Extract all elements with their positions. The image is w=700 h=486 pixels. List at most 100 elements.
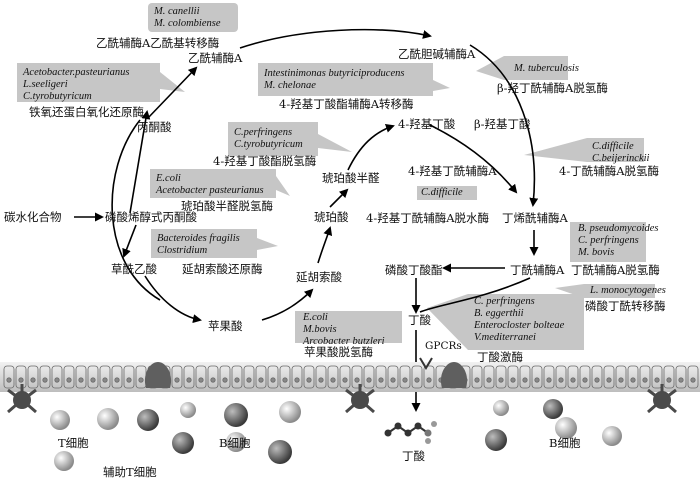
metabolite-malate: 苹果酸 (208, 319, 243, 333)
epithelial-cell (123, 365, 135, 389)
t-cell-label: T细胞 (58, 436, 89, 450)
cell-nucleus (114, 377, 120, 383)
epithelial-cell (315, 365, 327, 389)
organism-name: L. monocytogenes (590, 285, 666, 296)
metabolite-pyruvate: 丙酮酸 (137, 120, 172, 134)
gpcr-icon (419, 357, 433, 370)
organism-name: C.tyrobutyricum (234, 139, 303, 150)
enzyme-ferredoxin-oxidoreductase: 铁氧还蛋白氧化还原酶 (29, 105, 144, 119)
cycle-arc-left (111, 119, 161, 301)
enzyme-acetyltransferase: 乙酰辅酶A乙酰基转移酶 (96, 36, 220, 50)
cell-nucleus (318, 377, 324, 383)
b-cell-icon (485, 429, 507, 451)
cell-nucleus (30, 377, 36, 383)
epithelial-cell (339, 365, 351, 389)
enzyme-malate-dh: 苹果酸脱氢酶 (304, 345, 373, 359)
epithelial-cell (351, 365, 363, 389)
t-cell-icon (50, 410, 70, 430)
cell-nucleus (690, 377, 696, 383)
t-cell-icon (180, 402, 196, 418)
arrow-hydroxy-crotonyl (429, 124, 518, 194)
t-cell-icon (279, 401, 301, 423)
metabolite-carbohydrate: 碳水化合物 (4, 210, 62, 224)
cell-nucleus (102, 377, 108, 383)
epithelial-cell (543, 365, 555, 389)
b-cell-icon (543, 399, 563, 419)
gpcr-label: GPCRs (425, 340, 462, 352)
cell-nucleus (570, 377, 576, 383)
t-cell-icon (602, 426, 622, 446)
arrow-pyruvate-acetylcoa (146, 66, 198, 120)
b-cell-label: B细胞 (219, 436, 251, 450)
callout-difficile-2: C.difficile (415, 186, 469, 202)
epithelial-cell (39, 365, 51, 389)
organism-name: Clostridium (157, 245, 208, 256)
enzyme-4-butyryl-coa-dh: 4-丁酰辅酶A脱氢酶 (559, 164, 660, 178)
callout-acetobacter: Acetobacter.pasteurianus L.seeligeri C.t… (17, 64, 135, 106)
epithelial-cell (423, 365, 435, 389)
cell-nucleus (234, 377, 240, 383)
epithelial-cell (183, 365, 195, 389)
epithelial-cell (375, 365, 387, 389)
arrow-succinate-ssa (329, 188, 349, 208)
cell-nucleus (210, 377, 216, 383)
epithelial-cell (231, 365, 243, 389)
t-cell-icon (54, 451, 74, 471)
cell-nucleus (414, 377, 420, 383)
metabolite-4-hydroxybutyryl-coa: 4-羟基丁酰辅酶A (408, 164, 497, 178)
enzyme-ssa-dehydrogenase: 琥珀酸半醛脱氢酶 (181, 199, 273, 213)
organism-name: Intestinimonas butyriciproducens (264, 68, 405, 79)
metabolite-4-hydroxybutyrate: 4-羟基丁酸 (398, 117, 456, 131)
epithelial-cell (363, 365, 375, 389)
metabolite-succinic-semialdehyde: 琥珀酸半醛 (322, 171, 380, 185)
b-cell-label-right: B细胞 (549, 436, 581, 450)
epithelial-cell (255, 365, 267, 389)
cell-nucleus (306, 377, 312, 383)
organism-name: Acetobacter pasteurianus (156, 185, 264, 196)
cell-nucleus (606, 377, 612, 383)
immune-cells (7, 384, 677, 471)
cell-nucleus (78, 377, 84, 383)
epithelial-cell (75, 365, 87, 389)
epithelial-cell (687, 365, 699, 389)
epithelial-cell (663, 365, 675, 389)
cell-nucleus (198, 377, 204, 383)
metabolite-acetoacetyl-coa: 乙酰胆碱辅酶A (398, 47, 476, 61)
dendritic-cell-icon (647, 384, 677, 414)
organism-name: Acetobacter.pasteurianus (23, 67, 130, 78)
callout-monocytogenes: L. monocytogenes (584, 284, 672, 300)
organism-name: C.tyrobutyricum (23, 91, 92, 102)
metabolite-beta-hydroxybutyrate: β-羟基丁酸 (474, 117, 531, 131)
cell-nucleus (642, 377, 648, 383)
enzyme-fumarate-reductase: 延胡索酸还原酶 (182, 262, 263, 276)
epithelial-cell (87, 365, 99, 389)
epithelial-cell (531, 365, 543, 389)
enzyme-butyryl-coa-dh: 丁酰辅酶A脱氢酶 (571, 263, 660, 277)
arrow-fumarate-succinate (317, 226, 333, 264)
enzyme-butyrate-kinase: 丁酸激酶 (477, 350, 523, 364)
cell-nucleus (678, 377, 684, 383)
callout-bacteroides: Bacteroides fragilis Clostridium (151, 230, 246, 260)
epithelial-cell (399, 365, 411, 389)
cell-nucleus (294, 377, 300, 383)
epithelial-cell (327, 365, 339, 389)
arrow-malate-fumarate (261, 288, 314, 321)
cell-nucleus (186, 377, 192, 383)
epithelial-cell (651, 365, 663, 389)
arrow-pep-pyruvate (129, 110, 151, 214)
epithelial-cell (591, 365, 603, 389)
cell-nucleus (474, 377, 480, 383)
organism-name: Enterocloster bolteae (474, 320, 565, 331)
organism-name: M. tuberculosis (514, 63, 579, 74)
metabolite-butyrate: 丁酸 (408, 313, 431, 327)
cell-nucleus (618, 377, 624, 383)
organism-name: C.difficile (421, 187, 463, 198)
organism-name: E.coli (156, 173, 181, 184)
b-cell-icon (268, 440, 292, 464)
arrow-pep-oxaloacetate (122, 224, 137, 258)
epithelial-cell (63, 365, 75, 389)
epithelial-cell (111, 365, 123, 389)
cell-nucleus (18, 377, 24, 383)
cell-nucleus (486, 377, 492, 383)
